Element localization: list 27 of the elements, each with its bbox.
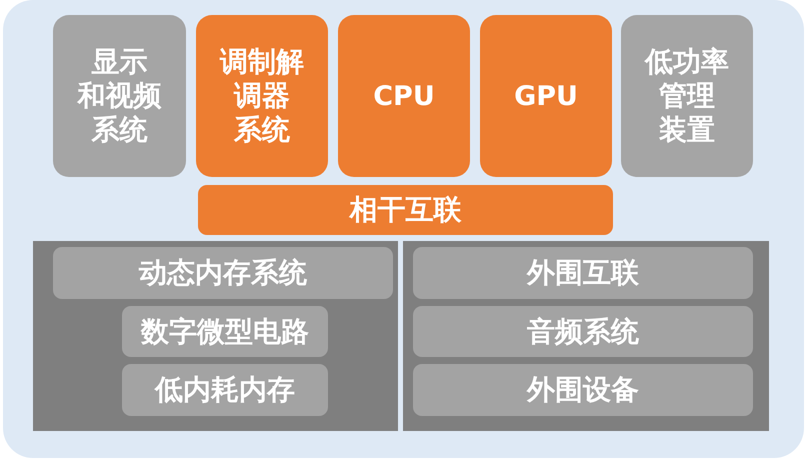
node-label: 数字微型电路 bbox=[141, 314, 309, 350]
component-box bbox=[196, 15, 328, 177]
component-box bbox=[413, 306, 753, 357]
component-box bbox=[621, 15, 753, 177]
node-label: 显示和视频系统 bbox=[78, 45, 162, 147]
component-box bbox=[413, 364, 753, 416]
component-box bbox=[122, 364, 328, 416]
component-box bbox=[338, 15, 470, 177]
component-box bbox=[53, 247, 393, 299]
component-box bbox=[122, 306, 328, 357]
node-label: 调制解调器系统 bbox=[220, 45, 304, 147]
node-label: 音频系统 bbox=[527, 314, 639, 350]
node-label: 动态内存系统 bbox=[139, 255, 307, 291]
node-label: 外围设备 bbox=[527, 372, 639, 408]
background-panel bbox=[3, 0, 804, 458]
group-panel bbox=[403, 241, 769, 431]
node-label: CPU bbox=[373, 80, 435, 114]
node-label: 低内耗内存 bbox=[155, 372, 295, 408]
component-box bbox=[413, 247, 753, 299]
node-label: 外围互联 bbox=[527, 255, 639, 291]
group-panel bbox=[33, 241, 398, 431]
interconnect-bar bbox=[198, 185, 613, 235]
component-box bbox=[480, 15, 612, 177]
node-label: 低功率管理装置 bbox=[645, 45, 729, 147]
node-label: GPU bbox=[514, 80, 578, 114]
node-label: 相干互联 bbox=[350, 192, 462, 228]
component-box bbox=[53, 15, 186, 177]
